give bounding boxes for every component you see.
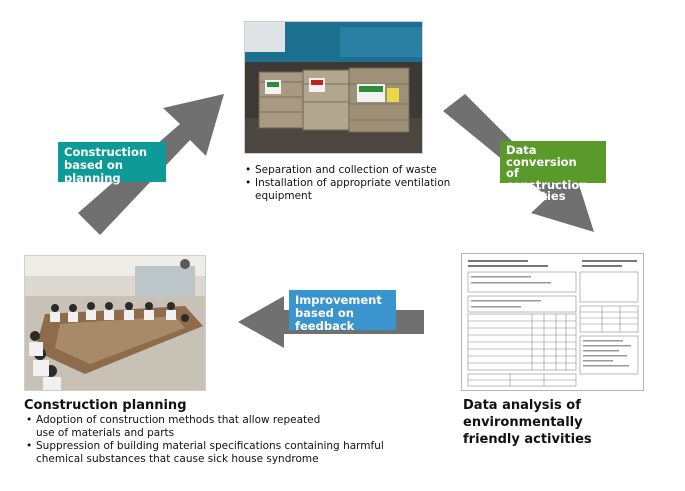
top-bullet-item: Separation and collection of waste	[245, 164, 475, 177]
data-analysis-title: Data analysis of environmentally friendl…	[463, 398, 592, 447]
data-sheet-table	[462, 254, 643, 390]
top-bullet-list: Separation and collection of waste Insta…	[245, 164, 475, 203]
left-bullet-item: Suppression of building material specifi…	[26, 440, 406, 466]
left-bullet-list: Adoption of construction methods that al…	[26, 414, 406, 466]
waste-collection-photo	[244, 21, 423, 154]
environmental-data-sheet	[461, 253, 644, 391]
construction-based-on-planning-label: Construction based on planning	[58, 142, 166, 185]
meeting-room-photo	[24, 255, 206, 391]
data-conversion-label: Data conversion of construction activiti…	[500, 141, 606, 202]
top-bullet-item: Installation of appropriate ventilation …	[245, 177, 475, 203]
construction-planning-title: Construction planning	[24, 398, 187, 413]
left-bullet-item: Adoption of construction methods that al…	[26, 414, 406, 440]
improvement-label: Improvement based on feedback	[289, 290, 396, 333]
